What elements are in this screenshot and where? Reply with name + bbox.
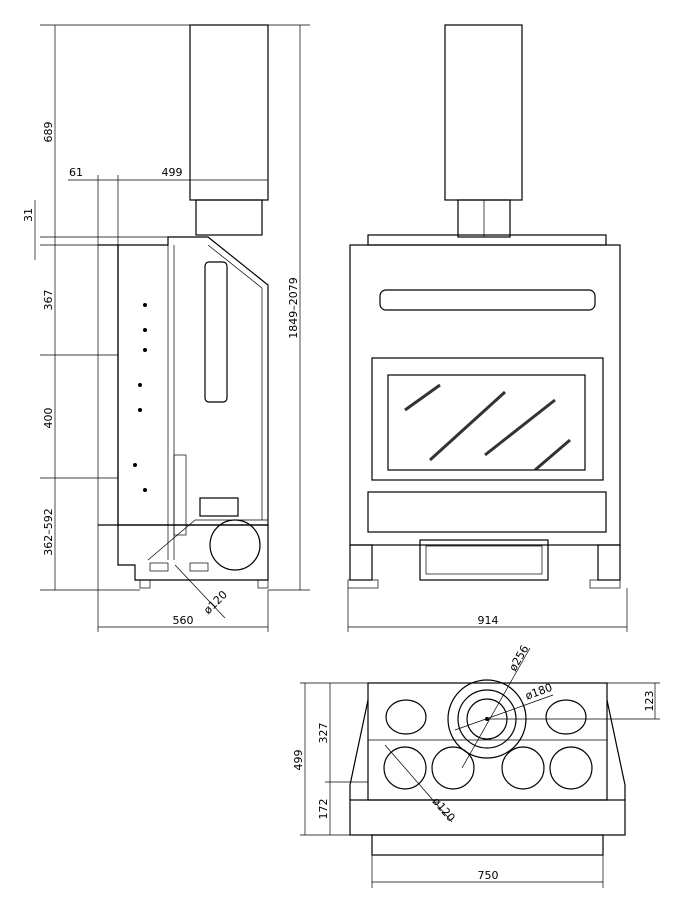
top-side-flanges: [349, 699, 626, 800]
side-bracket: [173, 454, 187, 536]
side-air-inlet-circle: [209, 519, 261, 571]
side-base: [117, 524, 269, 581]
glass-reflection: [484, 398, 556, 457]
screw-dot: [133, 463, 137, 467]
front-leg: [597, 544, 621, 581]
side-flue-box: [189, 24, 269, 201]
front-view: 914: [347, 24, 628, 632]
front-foot: [589, 579, 621, 589]
side-inner-line: [207, 244, 263, 520]
side-foot: [139, 579, 151, 589]
vent-hole: [545, 699, 587, 735]
top-view: ø256 ø180 ø120 123 499 327 172 750: [292, 643, 660, 888]
glass-reflection: [404, 383, 441, 412]
side-view: 689 31 367 400 362–592 1849–2079 61 499 …: [22, 24, 310, 632]
dim-499-side: 499: [162, 166, 183, 179]
dim-689: 689: [42, 122, 55, 143]
glass-reflection: [428, 390, 507, 462]
screw-dot: [143, 488, 147, 492]
leader-line: [384, 744, 453, 823]
dim-362-592: 362–592: [42, 508, 55, 556]
front-ash-drawer: [419, 539, 549, 581]
front-ash-drawer-inner: [425, 545, 543, 575]
dim-o120-side: ø120: [201, 588, 230, 617]
side-ash-slot: [199, 497, 239, 517]
front-leg: [349, 544, 373, 581]
dim-560: 560: [173, 614, 194, 627]
dim-61: 61: [69, 166, 83, 179]
side-window: [204, 261, 228, 403]
leader-line: [454, 694, 554, 731]
vent-hole: [385, 699, 427, 735]
front-body: [349, 244, 621, 546]
dim-750: 750: [478, 869, 499, 882]
top-lower-panel: [371, 834, 604, 856]
front-door-frame: [371, 357, 604, 481]
dim-31: 31: [22, 208, 35, 222]
leader-line: [461, 647, 531, 769]
leader-line: [174, 564, 226, 619]
dim-o256: ø256: [506, 643, 531, 674]
screw-dot: [143, 328, 147, 332]
screw-dot: [143, 303, 147, 307]
front-lower-panel: [367, 491, 607, 533]
screw-dot: [138, 408, 142, 412]
screw-dot: [138, 383, 142, 387]
glass-reflection: [534, 438, 571, 472]
dim-367: 367: [42, 290, 55, 311]
side-flue-collar: [195, 199, 263, 236]
front-glass: [387, 374, 586, 471]
dim-499-top: 499: [292, 750, 305, 771]
dim-327: 327: [317, 723, 330, 744]
vent-hole: [431, 746, 475, 790]
dim-o180: ø180: [524, 681, 555, 703]
dim-123: 123: [643, 691, 656, 712]
dim-914: 914: [478, 614, 499, 627]
dim-400: 400: [42, 408, 55, 429]
side-foot: [257, 579, 269, 589]
front-foot: [347, 579, 379, 589]
screw-dot: [143, 348, 147, 352]
dim-o120-top: ø120: [430, 795, 458, 824]
top-front-panel: [349, 799, 626, 836]
dim-1849-2079: 1849–2079: [287, 277, 300, 339]
vent-hole: [383, 746, 427, 790]
side-base-slot: [149, 562, 169, 572]
front-vent-slot: [379, 289, 596, 311]
side-base-slot: [189, 562, 209, 572]
vent-hole: [501, 746, 545, 790]
side-body: [117, 236, 269, 526]
side-front-panel: [98, 244, 119, 526]
vent-hole: [549, 746, 593, 790]
front-flue-box: [444, 24, 523, 201]
dim-172: 172: [317, 799, 330, 820]
side-inner-line: [147, 519, 268, 561]
